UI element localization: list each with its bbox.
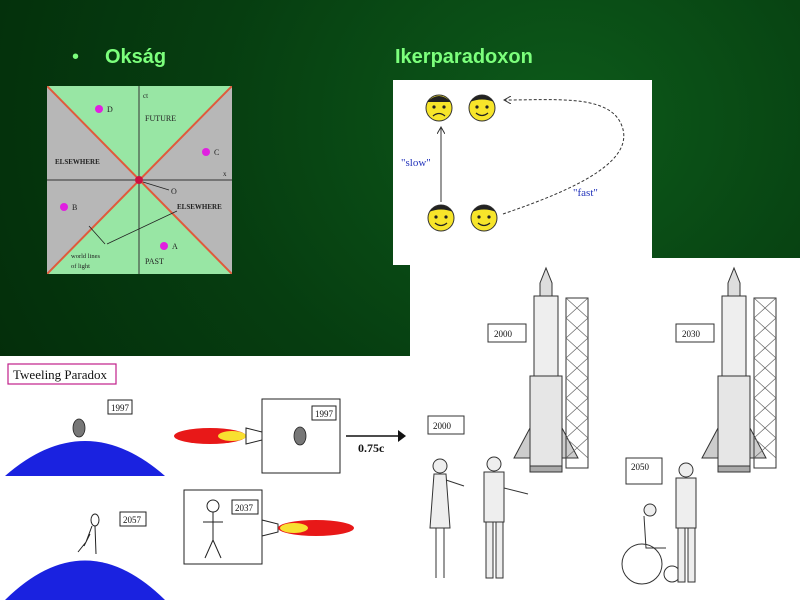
slow-label: "slow" [401,157,431,169]
axis-t-label: ct [143,92,148,100]
woman-figure-icon [429,458,465,578]
left-tower-year: 2000 [494,329,513,339]
point-c [202,148,210,156]
baby-twin-icon [72,418,86,438]
world-lines-label-2: of light [71,263,90,270]
old-twin-icon [77,513,100,555]
bullet-dot: • [72,46,80,68]
axis-x-label: x [223,170,227,178]
calendar-left-person [427,415,465,435]
point-d-label: D [107,105,113,114]
origin-point [135,176,143,184]
speed-label: 0.75c [358,441,385,455]
okság-heading: Okság [105,46,167,68]
right-tower-year: 2030 [682,329,701,339]
calendar-right-tower [675,323,715,343]
twin-faces-diagram: "slow" "fast" [393,80,652,265]
year-box-bottom [119,511,147,527]
year-box [107,399,133,415]
travel-arrowhead [398,430,406,442]
stick-figure-icon [203,499,223,559]
left-person-year: 2000 [433,421,452,431]
origin-label: O [171,187,177,196]
astronaut-figure-icon [675,462,697,583]
point-a [160,242,168,250]
calendar-right-person [625,457,663,485]
smile-face-icon [470,204,498,232]
elsewhere-left-label: ELSEWHERE [55,158,100,166]
wheelchair-figure-icon [621,503,681,585]
rocket-flame-icon [261,519,354,537]
world-lines-pointer-1 [88,225,106,245]
right-person-year: 2050 [631,462,650,472]
past-label: PAST [145,257,164,266]
year-end-label: 2057 [123,515,142,525]
baby-twin-ship-icon [293,426,307,446]
future-label: FUTURE [145,114,176,123]
rocket-illustration-panel: 2000 2030 2000 2050 [410,258,800,600]
origin-pointer [142,181,170,191]
rocket-flame-icon [174,427,263,445]
world-lines-pointer-2 [106,210,178,245]
calendar-left-tower [487,323,527,343]
earth-top [5,441,165,476]
year-start-ship-label: 1997 [315,409,334,419]
astronaut-figure-icon [483,456,529,579]
launch-tower-right [753,297,777,469]
point-a-label: A [172,242,178,251]
point-b-label: B [72,203,77,212]
fast-label: "fast" [573,187,598,199]
point-d [95,105,103,113]
smile-face-icon [427,204,455,232]
tweeling-title: Tweeling Paradox [13,367,108,382]
rocket-right-icon [701,266,767,473]
title-box [7,363,117,385]
ship-year-box-top [311,405,337,421]
ship-year-box-bottom [231,499,259,515]
year-end-ship-label: 2037 [235,503,254,513]
earth-bottom [5,560,165,600]
launch-tower-left [565,297,589,469]
light-cone-diagram: ct x FUTURE PAST ELSEWHERE ELSEWHERE O D… [47,86,232,274]
ikerparadoxon-heading: Ikerparadoxon [395,46,533,68]
rocket-left-icon [513,266,579,473]
year-start-label: 1997 [111,403,130,413]
fast-path-arrow [502,100,625,215]
tweeling-paradox-panel: Tweeling Paradox 1997 1997 0.75c 2057 20… [0,356,410,600]
frown-face-icon [425,94,453,122]
point-c-label: C [214,148,219,157]
world-lines-label-1: world lines [71,253,101,260]
smile-face-icon [468,94,496,122]
point-b [60,203,68,211]
elsewhere-right-label: ELSEWHERE [177,203,222,211]
